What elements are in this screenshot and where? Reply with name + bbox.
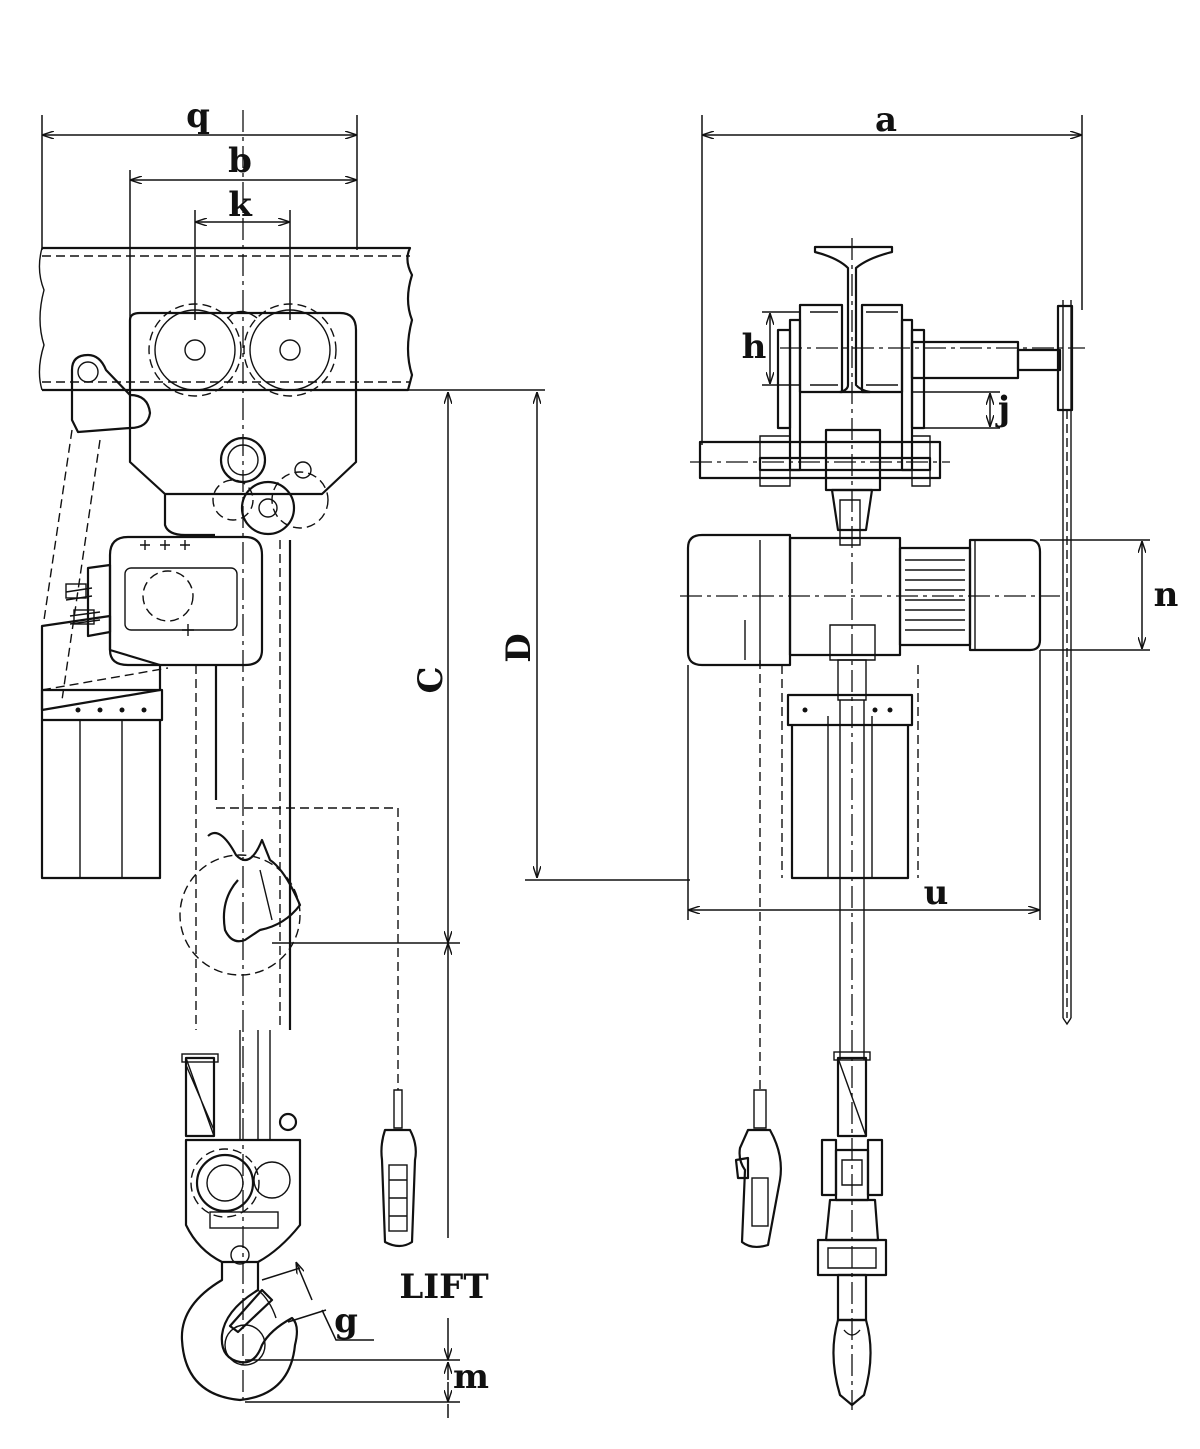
lower-block-side xyxy=(181,1030,302,1265)
label-b: b xyxy=(228,141,252,181)
label-a: a xyxy=(875,100,897,140)
front-view xyxy=(680,115,1150,1410)
dims-front xyxy=(687,115,1150,920)
chain-bucket-side xyxy=(40,688,164,880)
lower-hook-side xyxy=(180,1262,299,1402)
hoist-body-front xyxy=(680,533,1060,701)
trolley-side xyxy=(70,303,358,537)
hoist-body-side xyxy=(40,429,264,712)
lower-block-front xyxy=(816,1051,888,1407)
side-view xyxy=(38,110,690,1418)
label-m: m xyxy=(453,1357,489,1397)
label-q: q xyxy=(186,96,210,136)
label-C: C xyxy=(411,666,451,693)
label-lift: LIFT xyxy=(399,1267,488,1307)
label-j: j xyxy=(995,389,1010,429)
beam-side xyxy=(38,246,414,392)
label-n: n xyxy=(1154,575,1179,615)
suspension-front xyxy=(830,488,874,546)
upper-hook-side xyxy=(179,831,302,976)
label-D: D xyxy=(499,633,539,662)
label-u: u xyxy=(924,873,949,913)
label-g: g xyxy=(334,1301,358,1341)
label-k: k xyxy=(228,185,253,225)
dims-side xyxy=(41,115,690,1418)
chain-bucket-front xyxy=(759,660,919,1090)
pendant-side xyxy=(380,1089,417,1248)
label-h: h xyxy=(742,327,767,367)
load-chain-side xyxy=(195,110,399,1400)
trolley-front xyxy=(690,300,1085,1026)
pendant-front xyxy=(734,1089,782,1249)
dimension-labels: q b k a h j n u C D LIFT g m xyxy=(186,96,1178,1397)
